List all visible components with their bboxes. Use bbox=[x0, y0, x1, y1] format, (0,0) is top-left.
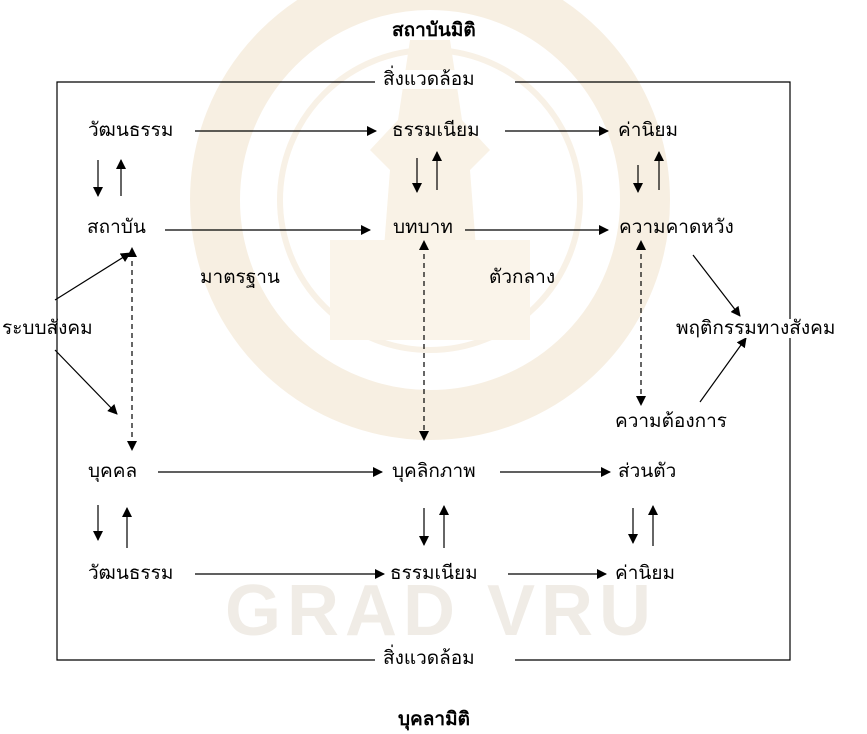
node-personal: ส่วนตัว bbox=[618, 460, 677, 482]
arrow-system-person bbox=[54, 349, 118, 415]
node-expectation: ความคาดหวัง bbox=[619, 216, 734, 238]
node-institution: สถาบัน bbox=[87, 216, 146, 238]
label-medium: ตัวกลาง bbox=[489, 266, 556, 288]
node-custom-top: ธรรมเนียม bbox=[392, 119, 480, 141]
environment-label-top: สิ่งแวดล้อม bbox=[379, 70, 479, 89]
arrow-expectation-behavior bbox=[692, 254, 741, 317]
node-value-top: ค่านิยม bbox=[618, 119, 679, 141]
environment-frame-top-left bbox=[56, 81, 375, 661]
node-custom-bottom: ธรรมเนียม bbox=[390, 562, 478, 584]
node-social-behavior: พฤติกรรมทางสังคม bbox=[672, 319, 840, 338]
environment-frame-top-right bbox=[515, 81, 791, 661]
environment-label-bottom: สิ่งแวดล้อม bbox=[379, 649, 479, 668]
arrow-need-behavior bbox=[699, 337, 747, 403]
node-person: บุคคล bbox=[88, 460, 138, 482]
diagram-title: สถาบันมิติ bbox=[392, 19, 476, 41]
diagram-subtitle-bottom: บุคลามิติ bbox=[398, 708, 470, 730]
node-need: ความต้องการ bbox=[615, 410, 727, 432]
arrow-system-institution bbox=[54, 252, 131, 301]
node-culture-top: วัฒนธรรม bbox=[88, 119, 174, 141]
node-culture-bottom: วัฒนธรรม bbox=[88, 562, 174, 584]
node-social-system: ระบบสังคม bbox=[2, 317, 93, 339]
node-value-bottom: ค่านิยม bbox=[615, 562, 676, 584]
node-role: บทบาท bbox=[393, 216, 453, 238]
watermark-text: GRAD VRU bbox=[225, 571, 658, 651]
node-personality: บุคลิกภาพ bbox=[392, 460, 476, 482]
label-norm: มาตรฐาน bbox=[200, 266, 280, 288]
